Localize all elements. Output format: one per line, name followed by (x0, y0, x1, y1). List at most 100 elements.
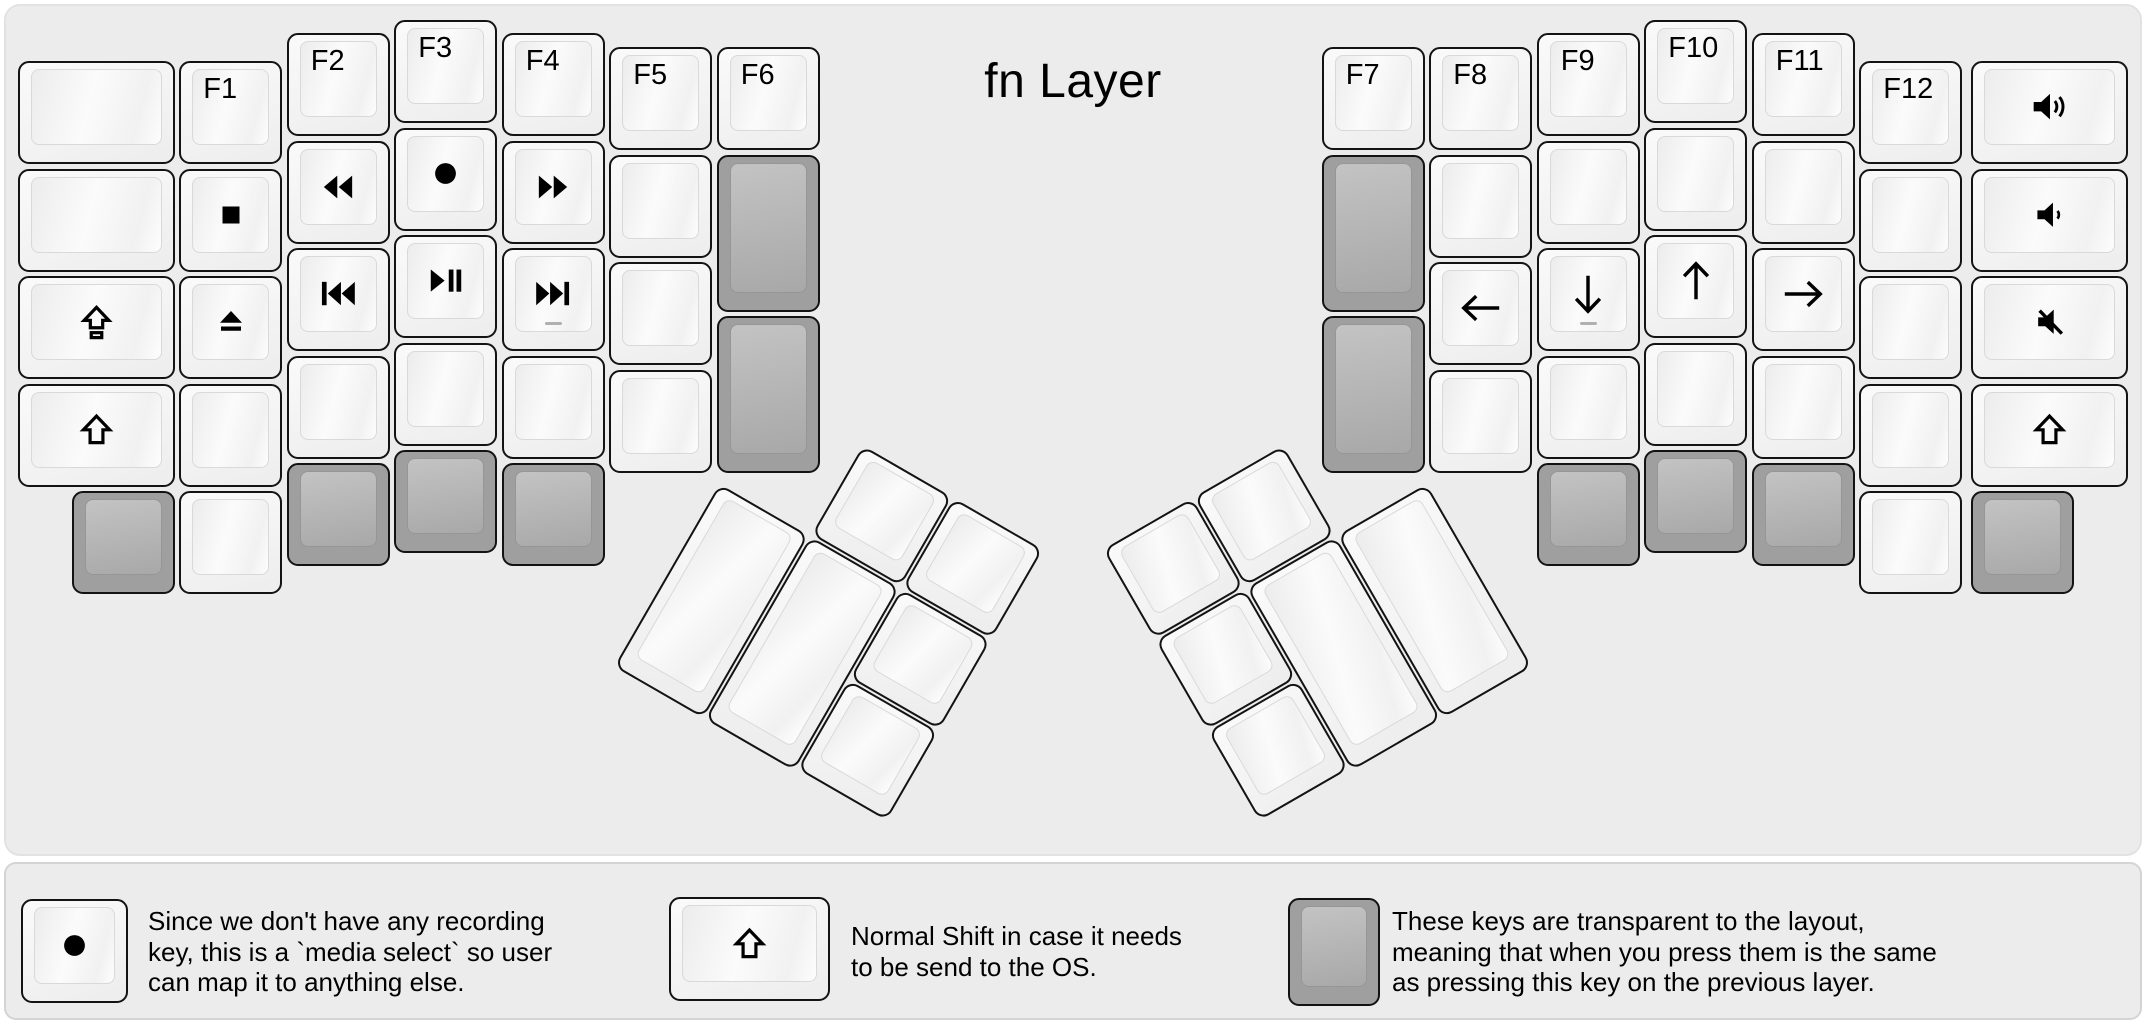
arrow-left-icon (1443, 271, 1518, 345)
key-blank (716, 315, 820, 473)
key-blank (18, 61, 175, 164)
key-f5: F5 (609, 47, 713, 150)
keycap-top (1549, 363, 1627, 440)
legend-text-3-line-2: meaning that when you press them is the … (1392, 936, 1937, 967)
keycap-top: F2 (299, 41, 377, 117)
legend-text-1-line-2: key, this is a `media select` so user (148, 936, 553, 967)
keycap-top (1301, 906, 1367, 987)
keycap-top: F6 (729, 55, 807, 131)
key-shift (1971, 383, 2128, 487)
page-title: fn Layer (984, 55, 1162, 108)
key-label: F2 (310, 45, 345, 77)
key-f11: F11 (1751, 33, 1855, 136)
key-blank (1971, 491, 2074, 594)
key-label: F1 (203, 73, 238, 105)
key-f10: F10 (1644, 20, 1748, 123)
key-blank (394, 342, 498, 446)
key-stop (179, 168, 283, 272)
key-f4: F4 (501, 33, 605, 136)
key-blank (501, 463, 605, 566)
key-blank (179, 491, 283, 594)
key-f8: F8 (1429, 47, 1533, 150)
volume-down-icon (1985, 178, 2114, 252)
keycap-top (622, 162, 700, 239)
key-blank (716, 154, 820, 312)
keycap-top (299, 148, 377, 225)
key-blank (18, 168, 175, 272)
keycap-top (1657, 458, 1735, 534)
keycap-top (1872, 176, 1950, 253)
key-blank (1429, 369, 1533, 473)
keycap-top (1334, 162, 1412, 293)
shift-icon (1985, 393, 2114, 467)
key-volume-mute (1971, 276, 2128, 379)
keycap-top (299, 256, 377, 332)
keycap-top (1984, 499, 2061, 575)
keycap-top (31, 176, 162, 253)
keycap-top (31, 284, 162, 360)
keycap-top (407, 458, 485, 534)
keycap-top (1764, 363, 1842, 440)
key-blank (1751, 463, 1855, 566)
keycap-top (84, 499, 162, 575)
keycap-top (1984, 176, 2115, 253)
homing-bar (544, 321, 562, 325)
keycap-top (192, 391, 270, 468)
keycap-top (1872, 391, 1950, 468)
key-volume-up (1971, 61, 2128, 164)
key-prev-track (286, 248, 390, 351)
keycap-top (514, 148, 592, 225)
arrow-down-icon (1551, 257, 1626, 331)
prev-track-icon (301, 257, 376, 331)
keycap-top: F11 (1764, 41, 1842, 117)
key-volume-down (1971, 168, 2128, 272)
key-f9: F9 (1536, 33, 1640, 136)
key-label: F9 (1560, 45, 1595, 77)
keycap-top (299, 363, 377, 440)
key-blank (1321, 154, 1425, 312)
key-record (394, 127, 498, 231)
keycap-top (1442, 162, 1520, 239)
keycap-top (407, 135, 485, 212)
keycap-top (192, 499, 270, 575)
keycap-top (729, 162, 807, 293)
keycap-top (1764, 471, 1842, 547)
keycap-top (1549, 148, 1627, 225)
key-eject (179, 276, 283, 379)
key-label: F10 (1668, 32, 1719, 64)
arrow-right-icon (1766, 257, 1841, 331)
key-label: F5 (633, 59, 668, 91)
key-f2: F2 (286, 33, 390, 136)
keycap-top (31, 69, 162, 145)
key-blank (609, 262, 713, 365)
key-arrow-right (1751, 248, 1855, 351)
record-icon (408, 137, 483, 211)
key-blank (286, 463, 390, 566)
legend-text-1-line-1: Since we don't have any recording (148, 906, 545, 936)
key-blank (1644, 342, 1748, 446)
arrow-up-icon (1658, 244, 1733, 318)
keycap-top (1549, 256, 1627, 332)
keycap-top: F10 (1657, 28, 1735, 104)
rewind-icon (301, 150, 376, 224)
legend-text-2-line-1: Normal Shift in case it needs (851, 921, 1182, 951)
keycap-top: F5 (622, 55, 700, 131)
key-blank (1644, 127, 1748, 231)
legend-text-1-line-3: can map it to anything else. (148, 967, 465, 997)
keycap-top (1442, 377, 1520, 454)
keycap-top (1872, 499, 1950, 575)
keycap-top (1984, 284, 2115, 360)
key-play-pause (394, 235, 498, 338)
keycap-top (729, 323, 807, 454)
keycap-top (34, 907, 115, 984)
keycap-top (682, 905, 817, 982)
legend-key-blank (1288, 898, 1380, 1006)
key-blank (1751, 355, 1855, 459)
legend-text-3-line-1: These keys are transparent to the layout… (1392, 906, 1865, 936)
shift-icon (683, 906, 816, 981)
key-rewind (286, 140, 390, 244)
key-blank (1536, 140, 1640, 244)
keycap-top: F1 (192, 69, 270, 145)
key-label: F6 (740, 59, 775, 91)
volume-up-icon (1985, 70, 2114, 144)
